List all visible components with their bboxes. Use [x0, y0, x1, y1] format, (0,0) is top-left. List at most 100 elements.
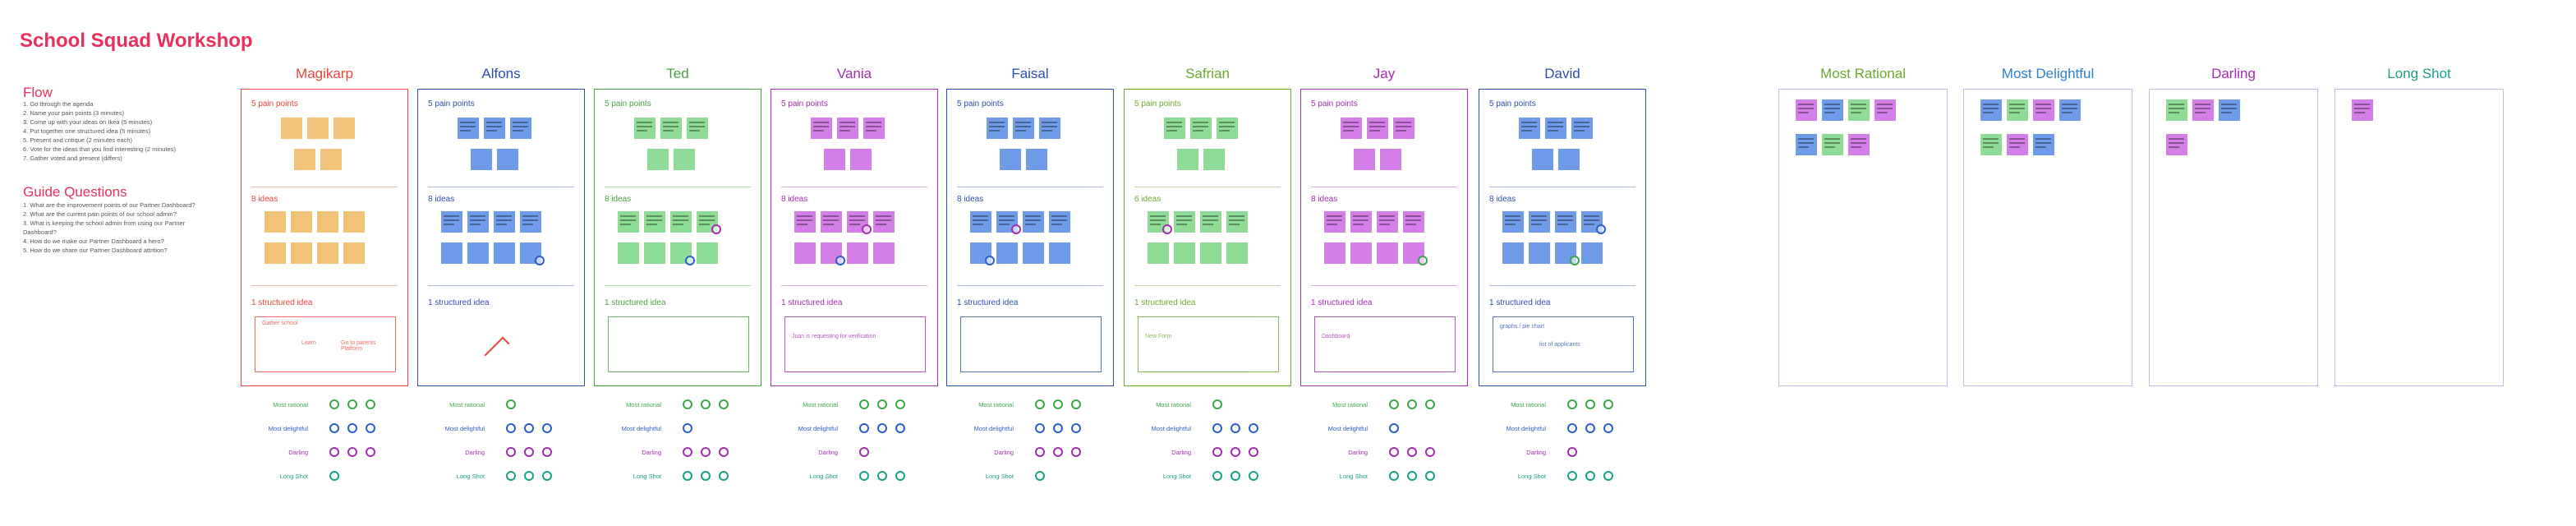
sticky-note[interactable] [1023, 242, 1044, 264]
vote-dot[interactable] [1570, 256, 1580, 265]
vote-dot[interactable] [1407, 399, 1417, 409]
vote-dot[interactable] [542, 447, 552, 457]
sticky-note[interactable] [2059, 99, 2081, 121]
sticky-note[interactable] [837, 118, 858, 139]
sticky-note[interactable] [1980, 99, 2002, 121]
vote-dot[interactable] [1585, 471, 1595, 481]
vote-dot[interactable] [329, 399, 339, 409]
vote-dot[interactable] [329, 471, 339, 481]
sticky-note[interactable] [1403, 211, 1424, 233]
vote-dot[interactable] [859, 399, 869, 409]
sticky-note[interactable] [2166, 99, 2187, 121]
sticky-note[interactable] [873, 211, 895, 233]
vote-dot[interactable] [1035, 399, 1045, 409]
vote-dot[interactable] [1596, 224, 1606, 234]
sticky-note[interactable] [1164, 118, 1185, 139]
vote-dot[interactable] [859, 447, 869, 457]
vote-dot[interactable] [859, 471, 869, 481]
sticky-note[interactable] [1532, 149, 1553, 170]
sticky-note[interactable] [320, 149, 342, 170]
sticky-note[interactable] [1200, 242, 1221, 264]
sticky-note[interactable] [1529, 242, 1550, 264]
vote-dot[interactable] [1603, 423, 1613, 433]
vote-dot[interactable] [1011, 224, 1021, 234]
sticky-note[interactable] [850, 149, 872, 170]
vote-dot[interactable] [835, 256, 845, 265]
sticky-note[interactable] [471, 149, 492, 170]
vote-dot[interactable] [862, 224, 872, 234]
sticky-note[interactable] [987, 118, 1008, 139]
sticky-note[interactable] [520, 211, 541, 233]
sticky-note[interactable] [970, 211, 991, 233]
vote-dot[interactable] [535, 256, 545, 265]
sticky-note[interactable] [1848, 134, 1870, 155]
sticky-note[interactable] [2033, 99, 2054, 121]
structured-idea-sketch[interactable]: New Form [1138, 316, 1279, 372]
sticky-note[interactable] [2007, 99, 2028, 121]
sticky-note[interactable] [1848, 99, 1870, 121]
sticky-note[interactable] [2166, 134, 2187, 155]
vote-dot[interactable] [1425, 447, 1435, 457]
vote-dot[interactable] [1162, 224, 1172, 234]
structured-idea-sketch[interactable]: Juan is requesting for verification [784, 316, 926, 372]
vote-dot[interactable] [1389, 423, 1399, 433]
sticky-note[interactable] [794, 211, 816, 233]
structured-idea-sketch[interactable] [608, 316, 749, 372]
sticky-note[interactable] [1350, 242, 1372, 264]
vote-dot[interactable] [1567, 447, 1577, 457]
vote-dot[interactable] [1230, 447, 1240, 457]
sticky-note[interactable] [1000, 149, 1021, 170]
vote-dot[interactable] [685, 256, 695, 265]
sticky-note[interactable] [1200, 211, 1221, 233]
sticky-note[interactable] [467, 211, 489, 233]
sticky-note[interactable] [1203, 149, 1225, 170]
sticky-note[interactable] [824, 149, 845, 170]
vote-dot[interactable] [719, 447, 729, 457]
vote-dot[interactable] [1053, 447, 1063, 457]
sticky-note[interactable] [2033, 134, 2054, 155]
sticky-note[interactable] [1026, 149, 1047, 170]
sticky-note[interactable] [1796, 134, 1817, 155]
sticky-note[interactable] [647, 149, 669, 170]
sticky-note[interactable] [1148, 242, 1169, 264]
vote-dot[interactable] [1425, 471, 1435, 481]
sticky-note[interactable] [1519, 118, 1540, 139]
sticky-note[interactable] [281, 118, 302, 139]
sticky-note[interactable] [687, 118, 708, 139]
vote-dot[interactable] [1389, 471, 1399, 481]
sticky-note[interactable] [1558, 149, 1580, 170]
vote-dot[interactable] [1071, 399, 1081, 409]
vote-dot[interactable] [701, 447, 711, 457]
sticky-note[interactable] [484, 118, 505, 139]
vote-dot[interactable] [719, 471, 729, 481]
sticky-note[interactable] [1177, 149, 1198, 170]
sticky-note[interactable] [1571, 118, 1593, 139]
sticky-note[interactable] [1190, 118, 1212, 139]
sticky-note[interactable] [2007, 134, 2028, 155]
vote-dot[interactable] [347, 423, 357, 433]
vote-dot[interactable] [506, 471, 516, 481]
vote-dot[interactable] [1035, 471, 1045, 481]
vote-dot[interactable] [1230, 423, 1240, 433]
sticky-note[interactable] [1354, 149, 1375, 170]
sticky-note[interactable] [1049, 211, 1070, 233]
sticky-note[interactable] [644, 242, 665, 264]
sticky-note[interactable] [510, 118, 531, 139]
sticky-note[interactable] [1377, 242, 1398, 264]
sticky-note[interactable] [317, 242, 338, 264]
sticky-note[interactable] [811, 118, 832, 139]
sticky-note[interactable] [441, 242, 462, 264]
vote-dot[interactable] [1212, 423, 1222, 433]
sticky-note[interactable] [1380, 149, 1401, 170]
vote-dot[interactable] [542, 471, 552, 481]
sticky-note[interactable] [291, 211, 312, 233]
vote-dot[interactable] [1585, 423, 1595, 433]
sticky-note[interactable] [494, 211, 515, 233]
sticky-note[interactable] [2352, 99, 2373, 121]
sticky-note[interactable] [467, 242, 489, 264]
vote-dot[interactable] [711, 224, 721, 234]
structured-idea-sketch[interactable]: Dashboard [1314, 316, 1456, 372]
sticky-note[interactable] [1796, 99, 1817, 121]
sticky-note[interactable] [1350, 211, 1372, 233]
sticky-note[interactable] [1377, 211, 1398, 233]
